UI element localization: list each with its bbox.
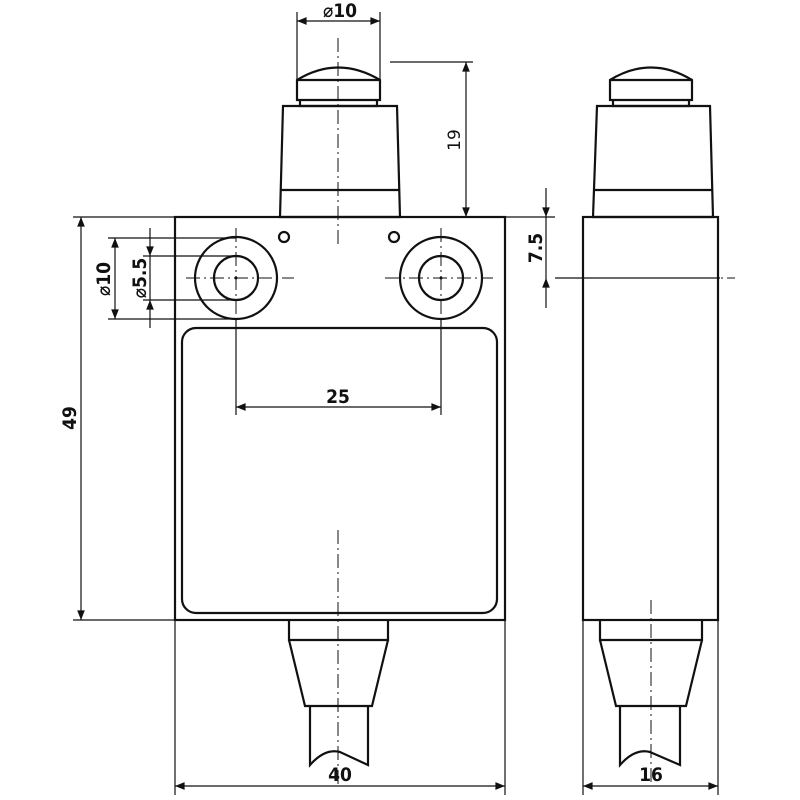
cover-plate: [180, 326, 499, 615]
dimensions: ⌀10 19 7.5 49 ⌀10 ⌀5.5 25: [59, 0, 720, 795]
side-view: [581, 66, 735, 785]
dim-body-height: 49: [59, 406, 81, 430]
dim-plunger-height: 19: [445, 129, 465, 151]
plunger-housing: [278, 104, 402, 219]
dim-plunger-diameter: ⌀10: [323, 0, 357, 22]
switch-body: [173, 215, 507, 622]
dim-hole-outer-diameter: ⌀10: [93, 262, 115, 296]
cable: [308, 706, 370, 768]
dim-hole-inner-diameter: ⌀5.5: [129, 258, 151, 299]
dim-hole-spacing: 25: [326, 386, 350, 408]
dim-hole-offset: 7.5: [525, 233, 547, 263]
dim-body-width: 40: [328, 764, 352, 786]
dim-body-depth: 16: [639, 764, 663, 786]
